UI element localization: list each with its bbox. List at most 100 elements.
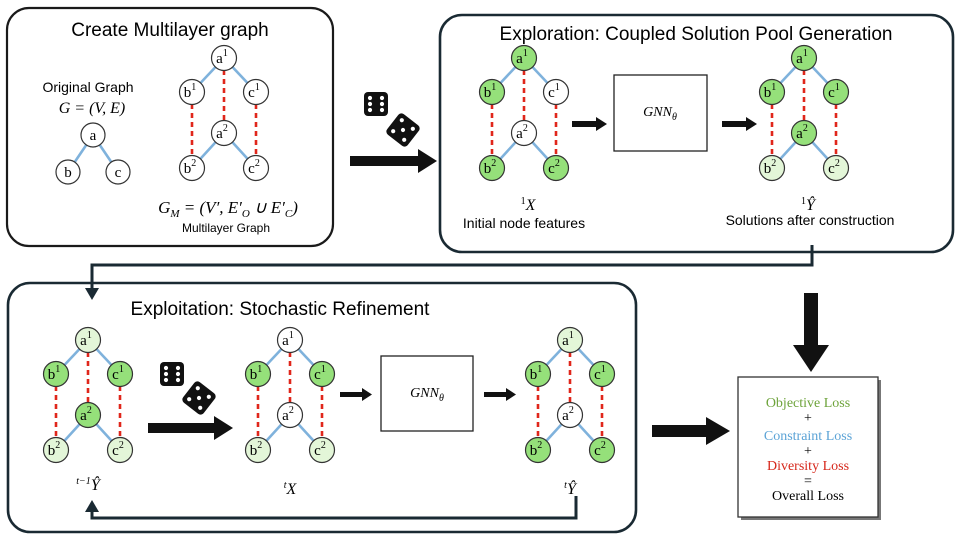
graph-node-a1	[556, 326, 584, 354]
graph-node-a2	[210, 119, 238, 147]
loss-equals: =	[804, 474, 812, 489]
graph-node-b1	[524, 360, 552, 388]
original-graph-label: Original Graph	[42, 79, 133, 95]
exploitation-mid-symbol: tX	[284, 480, 298, 498]
node-label-c1: c1	[248, 82, 260, 101]
node-label-c1: c1	[828, 82, 840, 101]
node-label-c1: c1	[112, 364, 124, 383]
graph-node-c2	[542, 154, 570, 182]
node-label-a1: a1	[216, 48, 228, 67]
graph-node-b1	[758, 78, 786, 106]
graph-node-a2	[510, 119, 538, 147]
graph-node-c1	[542, 78, 570, 106]
panel-exploitation	[6, 281, 638, 534]
graph-node-a1	[74, 326, 102, 354]
graph-node-b2	[42, 436, 70, 464]
panel-exploration	[438, 13, 955, 254]
loss-box	[737, 376, 879, 518]
orig-node-b: b	[64, 165, 72, 181]
exploration-output-symbol: 1Ŷ	[801, 195, 817, 214]
graph-node-b1	[42, 360, 70, 388]
orig-node-a: a	[90, 128, 97, 144]
original-graph-formula: G = (V, E)	[59, 100, 126, 117]
graph-node-a1	[510, 44, 538, 72]
graph-node-c1	[106, 360, 134, 388]
node-label-a1: a1	[562, 330, 574, 349]
graph-node-b2	[244, 436, 272, 464]
flow-connector	[85, 245, 814, 300]
loss-plus-1: +	[804, 411, 812, 426]
node-label-a2: a2	[796, 123, 808, 142]
arrow-icon	[652, 417, 730, 445]
node-label-c2: c2	[828, 158, 840, 177]
orig-node-c: c	[115, 165, 122, 181]
node-label-a1: a1	[516, 48, 528, 67]
original-graph: a b c	[55, 122, 131, 185]
graph-node-c1	[308, 360, 336, 388]
exploration-panel-title: Exploration: Coupled Solution Pool Gener…	[500, 24, 893, 45]
graph-node-a2	[276, 401, 304, 429]
graph-node-c1	[588, 360, 616, 388]
create-panel-title: Create Multilayer graph	[71, 20, 268, 41]
arrow-icon	[572, 117, 607, 131]
graph-node-b2	[478, 154, 506, 182]
panel-create	[5, 6, 335, 248]
graph-node-b1	[244, 360, 272, 388]
arrow-icon	[484, 388, 516, 401]
node-label-a2: a2	[80, 405, 92, 424]
multilayer-formula: GM = (V′, E′O ∪ E′C)	[158, 198, 298, 220]
node-label-c2: c2	[548, 158, 560, 177]
graph-node-b2	[178, 154, 206, 182]
exploitation-panel-title: Exploitation: Stochastic Refinement	[131, 299, 431, 320]
graph-node-a1	[276, 326, 304, 354]
exploration-input-symbol: 1X	[521, 196, 537, 214]
graph-node-c2	[106, 436, 134, 464]
node-label-c1: c1	[314, 364, 326, 383]
loss-overall: Overall Loss	[772, 489, 844, 504]
node-label-a1: a1	[796, 48, 808, 67]
node-label-c1: c1	[594, 364, 606, 383]
node-label-a2: a2	[282, 405, 294, 424]
feedback-loop-arrow	[85, 496, 578, 520]
exploration-gnn-label: GNNθ	[643, 105, 677, 123]
arrow-icon	[340, 388, 372, 401]
arrow-icon	[148, 416, 233, 440]
exploration-output-caption: Solutions after construction	[726, 212, 895, 228]
node-label-a1: a1	[282, 330, 294, 349]
exploration-input-caption: Initial node features	[463, 215, 585, 231]
node-label-a1: a1	[80, 330, 92, 349]
exploitation-input-symbol: t−1Ŷ	[76, 475, 102, 494]
arrow-icon	[793, 293, 829, 372]
graph-node-c2	[242, 154, 270, 182]
graph-node-a1	[210, 44, 238, 72]
exploitation-gnn-box	[380, 355, 474, 432]
graph-node-b2	[524, 436, 552, 464]
graph-node-c1	[822, 78, 850, 106]
dice-icon	[364, 92, 388, 116]
node-label-c1: c1	[548, 82, 560, 101]
loss-constraint: Constraint Loss	[764, 429, 852, 444]
arrow-icon	[722, 117, 757, 131]
graph-node-b2	[758, 154, 786, 182]
dice-icon	[160, 362, 184, 386]
arrow-icon	[350, 149, 437, 173]
node-label-c2: c2	[112, 440, 124, 459]
graph-node-c2	[822, 154, 850, 182]
multilayer-caption: Multilayer Graph	[182, 221, 270, 235]
loss-plus-2: +	[804, 444, 812, 459]
node-label-c2: c2	[248, 158, 260, 177]
graph-node-a2	[556, 401, 584, 429]
node-label-c2: c2	[314, 440, 326, 459]
exploitation-gnn-label: GNNθ	[410, 386, 444, 404]
graph-node-a2	[790, 119, 818, 147]
loss-objective: Objective Loss	[766, 396, 850, 411]
dice-icon	[386, 113, 420, 147]
dice-icon	[182, 381, 216, 415]
graph-node-a1	[790, 44, 818, 72]
